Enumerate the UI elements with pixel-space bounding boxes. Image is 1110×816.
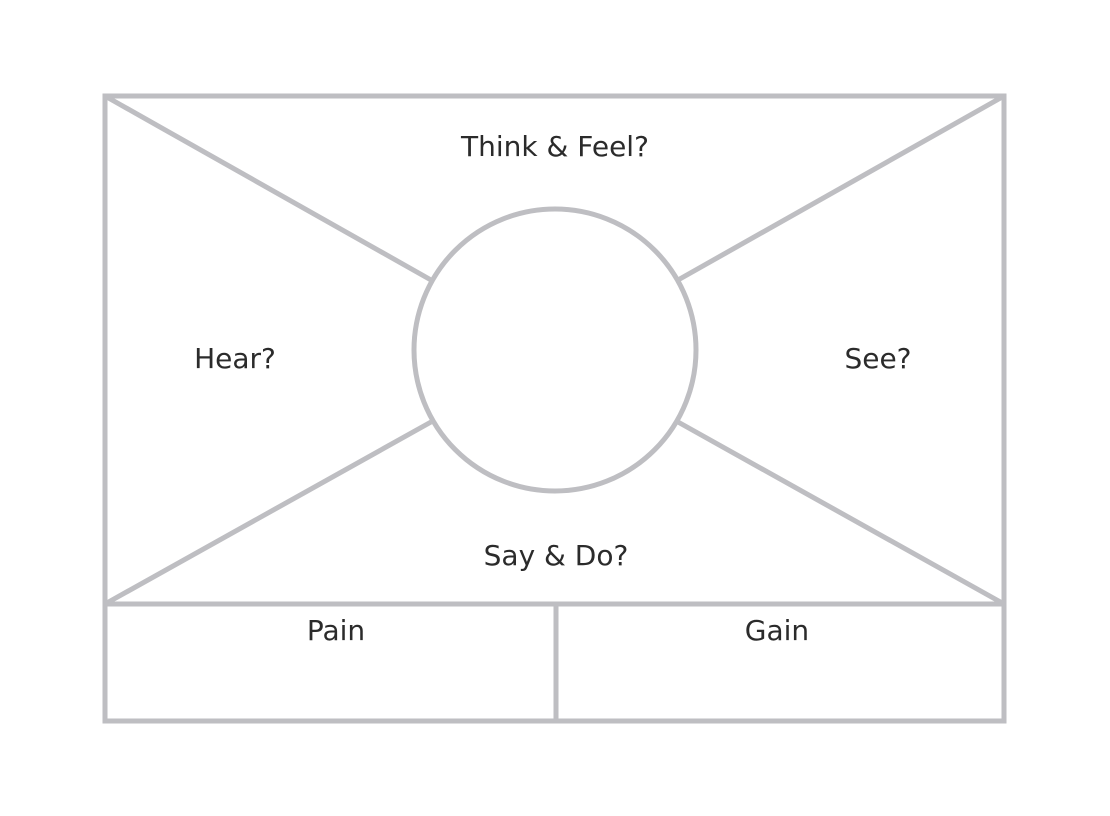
pain-label: Pain — [307, 614, 365, 647]
quadrant-labels: Think & Feel? Hear? See? Say & Do? Pain … — [194, 130, 911, 647]
say-do-label: Say & Do? — [484, 539, 629, 572]
diagonal-bottom-left — [103, 419, 433, 607]
diagonal-bottom-right — [676, 419, 1006, 607]
gain-label: Gain — [745, 614, 809, 647]
hear-label: Hear? — [194, 342, 276, 375]
diagonal-top-right — [676, 93, 1006, 283]
center-circle — [411, 206, 699, 494]
map-frame-lines — [102, 93, 1007, 724]
think-feel-label: Think & Feel? — [460, 130, 649, 163]
diagonal-top-left — [103, 93, 433, 283]
see-label: See? — [844, 342, 911, 375]
